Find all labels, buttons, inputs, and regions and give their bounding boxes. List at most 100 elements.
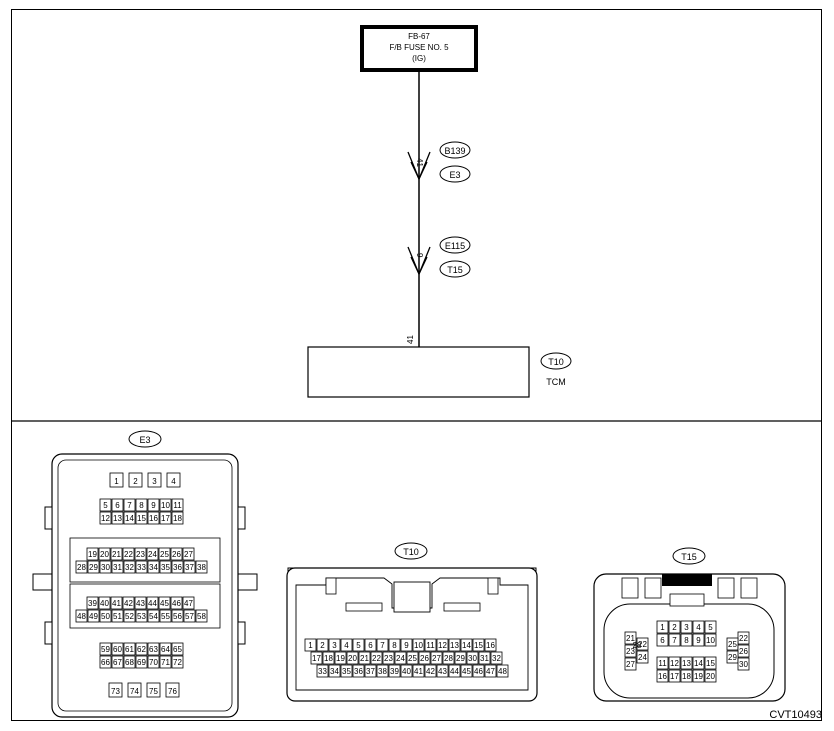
pin-number: 47 (184, 599, 193, 608)
pin-number: 48 (498, 667, 507, 676)
pin-cell (171, 609, 184, 623)
pin-number: 24 (396, 654, 405, 663)
pin-number: 4 (171, 477, 176, 486)
pin-number: 76 (168, 687, 177, 696)
pin-cell (135, 511, 148, 525)
pin-number: 47 (486, 667, 495, 676)
pin-cell (195, 560, 208, 574)
pin-cell (111, 609, 124, 623)
connector-e3-tag (128, 430, 162, 448)
pin-number: 60 (113, 645, 122, 654)
pin-number: 49 (89, 612, 98, 621)
pin-number: 2 (320, 641, 325, 650)
pin-number: 23 (136, 550, 145, 559)
pin-cell (726, 637, 739, 651)
pin-number: 58 (197, 612, 206, 621)
pin-cell (158, 596, 171, 610)
pin-cell (448, 638, 461, 652)
pin-cell (430, 651, 443, 665)
t15-lock-bar (662, 574, 712, 586)
pin-cell (364, 638, 377, 652)
pin-cell (680, 669, 693, 683)
pin-cell (376, 664, 389, 678)
pin-number: 12 (670, 659, 679, 668)
pin-cell (171, 560, 184, 574)
pin-cell (668, 620, 681, 634)
pin-cell (656, 656, 669, 670)
pin-number: 16 (149, 514, 158, 523)
connector-tag-e115 (439, 236, 471, 254)
pin-number: 9 (696, 636, 701, 645)
pin-cell (316, 664, 329, 678)
pin-cell (86, 596, 99, 610)
pin-cell (668, 656, 681, 670)
pin-cell (147, 655, 160, 669)
pin-cell (147, 498, 160, 512)
pin-number: 5 (708, 623, 713, 632)
pin-number: 10 (161, 501, 170, 510)
pin-number: 45 (160, 599, 169, 608)
pin-cell (146, 547, 159, 561)
svg-text:T15: T15 (681, 552, 697, 562)
svg-text:B139: B139 (444, 146, 465, 156)
pin-number: 7 (380, 641, 385, 650)
pin-number: 19 (88, 550, 97, 559)
pin-number: 11 (173, 501, 182, 510)
pin-number: 38 (378, 667, 387, 676)
pin-cell (123, 655, 136, 669)
pin-cell (668, 669, 681, 683)
pin-number: 37 (366, 667, 375, 676)
pin-cell (123, 609, 136, 623)
pin-cell (484, 664, 497, 678)
pin-number: 44 (148, 599, 157, 608)
pin-cell (704, 669, 717, 683)
pin-number: 4 (696, 623, 701, 632)
pin-cell (159, 511, 172, 525)
pin-cell (692, 620, 705, 634)
pin-number: 48 (77, 612, 86, 621)
pin-number: 54 (149, 612, 158, 621)
pin-number: 41 (112, 599, 121, 608)
pin-number: 8 (684, 636, 689, 645)
pin-number: 30 (739, 660, 748, 669)
pin-cell (310, 651, 323, 665)
pin-cell (111, 642, 124, 656)
pin-cell (147, 511, 160, 525)
pin-cell (127, 682, 142, 698)
pin-number: 27 (626, 660, 635, 669)
pin-cell (86, 547, 99, 561)
pin-cell (406, 651, 419, 665)
pin-cell (466, 651, 479, 665)
connector-t10-tag (394, 542, 428, 560)
pin-number: 33 (318, 667, 327, 676)
fuse-box: FB-67 F/B FUSE NO. 5 (IG) (360, 25, 478, 72)
svg-text:T10: T10 (548, 357, 564, 367)
pin-number: 33 (137, 563, 146, 572)
pin-cell (135, 642, 148, 656)
pin-number: 19 (694, 672, 703, 681)
pin-number: 22 (739, 634, 748, 643)
pin-cell (170, 596, 183, 610)
pin-number: 18 (173, 514, 182, 523)
pin-cell (134, 547, 147, 561)
pin-cell (726, 650, 739, 664)
pin-cell (334, 651, 347, 665)
pin-number: 69 (137, 658, 146, 667)
pin-cell (418, 651, 431, 665)
pin-number: 40 (100, 599, 109, 608)
pin-number: 6 (115, 501, 120, 510)
pin-number: 32 (125, 563, 134, 572)
pin-cell (147, 642, 160, 656)
pin-number: 20 (348, 654, 357, 663)
pin-cell (195, 609, 208, 623)
pin-number: 21 (360, 654, 369, 663)
pin-cell (183, 560, 196, 574)
pin-cell (478, 651, 491, 665)
pin-cell (171, 511, 184, 525)
pin-number: 35 (342, 667, 351, 676)
pin-number: 15 (474, 641, 483, 650)
connector-t15-tag (672, 547, 706, 565)
pin-number: 42 (426, 667, 435, 676)
connector-tag-b139 (439, 141, 471, 159)
pin-cell (472, 664, 485, 678)
